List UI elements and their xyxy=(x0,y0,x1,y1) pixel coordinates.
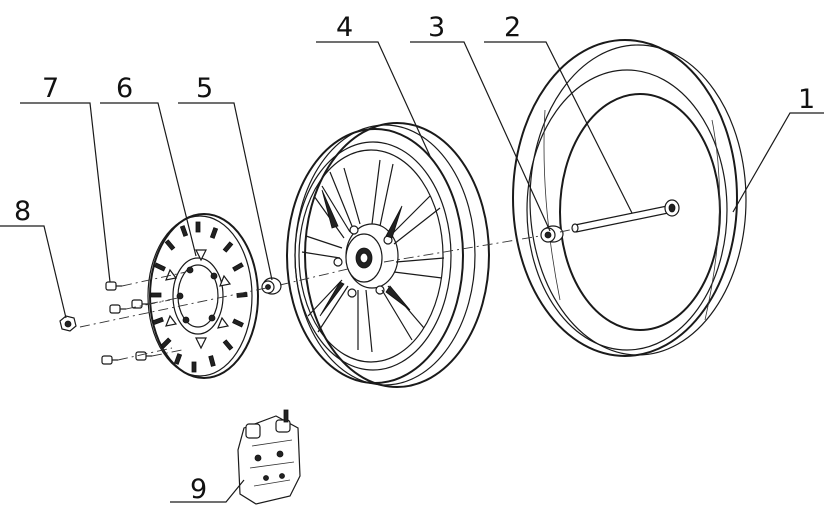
callout-4: 4 xyxy=(336,12,353,43)
callout-8: 8 xyxy=(14,196,31,227)
disc-bolt xyxy=(109,304,126,314)
spacer-part xyxy=(261,277,282,295)
callout-3: 3 xyxy=(428,12,445,43)
callout-7: 7 xyxy=(42,73,59,104)
tire-part xyxy=(512,39,747,357)
callout-labels: 1 2 3 4 5 6 7 8 9 xyxy=(14,12,815,505)
bearing-part xyxy=(540,225,564,243)
disc-bolt xyxy=(101,355,118,365)
disc-bolts-part xyxy=(101,281,152,365)
assembly-axis-line xyxy=(79,228,575,328)
callout-9: 9 xyxy=(190,474,207,505)
axle-nut-part xyxy=(59,315,77,332)
brake-disc-part xyxy=(147,213,259,379)
wheel-rim-part xyxy=(286,122,490,388)
disc-slots xyxy=(150,221,248,373)
disc-bolt xyxy=(105,281,122,291)
brake-caliper-part xyxy=(237,409,301,505)
axle-part xyxy=(571,199,680,233)
callout-5: 5 xyxy=(196,73,213,104)
callout-2: 2 xyxy=(504,12,521,43)
disc-bolt xyxy=(131,299,148,309)
disc-bolt xyxy=(135,351,152,361)
callout-6: 6 xyxy=(116,73,133,104)
leader-lines xyxy=(0,41,824,503)
bolt-axis-line xyxy=(117,271,187,361)
callout-1: 1 xyxy=(798,84,815,115)
